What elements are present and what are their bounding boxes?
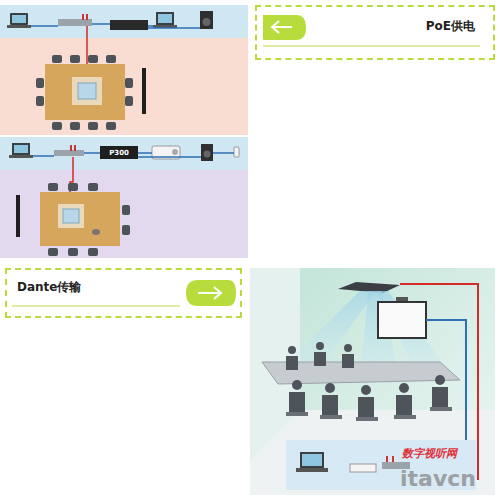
watermark: 数字视听网 — [402, 446, 457, 461]
node-text: P300 — [109, 149, 129, 157]
device-box: P300 — [100, 146, 138, 159]
node-text: Dante传输 — [17, 279, 81, 296]
callout-box: Dante传输 — [5, 268, 242, 318]
node-text: PoE供电 — [426, 18, 475, 35]
watermark: itavcn — [400, 466, 476, 491]
callout-box: PoE供电 — [255, 5, 495, 60]
